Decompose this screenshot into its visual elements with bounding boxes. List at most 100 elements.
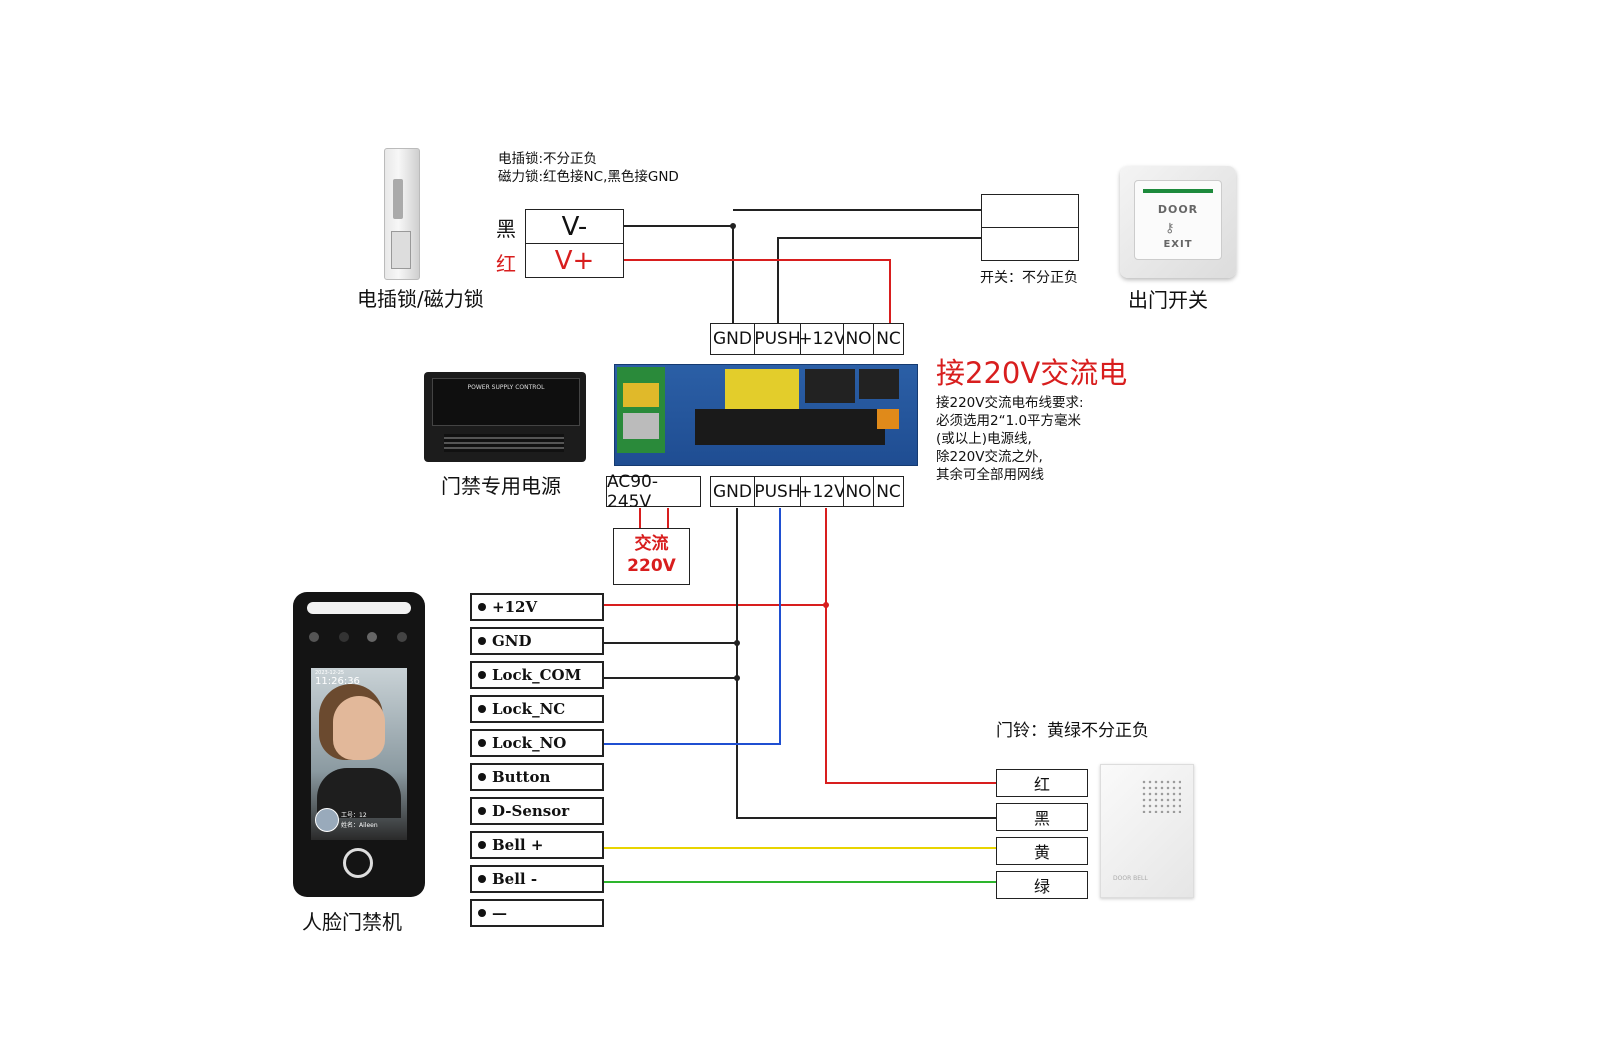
exit-switch-image: DOOR ⚷ EXIT [1120,166,1236,278]
pin-dot-icon [478,773,486,781]
power-supply-face-title: POWER SUPPLY CONTROL [467,384,545,391]
reader-pin: GND [470,627,604,655]
lock-caption: 电插锁/磁力锁 [357,287,484,311]
power-supply-caption: 门禁专用电源 [441,474,561,498]
screen-date: 2023-12-25 [315,670,345,676]
power-supply-image: POWER SUPPLY CONTROL [424,372,586,462]
exit-switch-exit-text: EXIT [1163,239,1193,250]
pin-dot-icon [478,841,486,849]
doorbell-wire: 黑 [996,803,1088,831]
face-terminal-device: 2023-12-25 11:26:36 工号：12 姓名：Aileen [293,592,425,897]
switch-terminal-1 [981,194,1079,228]
key-icon: ⚷ [1165,221,1175,236]
doorbell-note: 门铃：黄绿不分正负 [996,721,1149,741]
wire-bell-red [825,605,996,784]
fingerprint-icon [343,848,373,878]
ac-notice-title: 接220V交流电 [936,356,1128,390]
reader-pin-label: D-Sensor [492,802,570,820]
camera-icon [397,632,407,642]
reader-pin-label: Button [492,768,551,786]
lock-vplus-box: V+ [525,243,624,278]
reader-pin: Button [470,763,604,791]
pin-dot-icon [478,603,486,611]
wire-gnd [736,508,996,819]
camera-icon [309,632,319,642]
reader-pin: Lock_NO [470,729,604,757]
pin-dot-icon [478,909,486,917]
reader-pin-label: Lock_NO [492,734,567,752]
ac-input-terminal: AC90-245V [606,472,701,512]
reader-pin: — [470,899,604,927]
pin-dot-icon [478,637,486,645]
ac-notice-line-2: 必须选用2“1.0平方毫米 [936,413,1082,429]
reader-pin-label: Lock_COM [492,666,582,684]
face-terminal-caption: 人脸门禁机 [302,910,402,934]
camera-icon [367,632,377,642]
bottom-terminal-gnd: GND [710,476,755,507]
bottom-terminal-12v: +12V [798,476,846,507]
reader-pin: D-Sensor [470,797,604,825]
ac-label-line1: 交流 [634,534,669,554]
ac-notice-line-4: 除220V交流之外, [936,449,1043,465]
screen-id: 工号：12 [341,812,367,819]
ac-notice-line-1: 接220V交流电布线要求: [936,395,1084,411]
reader-pin: Bell + [470,831,604,859]
ac-notice-line-3: (或以上)电源线, [936,431,1032,447]
doorbell-image: DOOR BELL [1100,764,1194,898]
lock-vplus: V+ [554,245,595,276]
pin-dot-icon [478,875,486,883]
pin-dot-icon [478,739,486,747]
pin-dot-icon [478,671,486,679]
doorbell-wire: 红 [996,769,1088,797]
lock-note-1: 电插锁:不分正负 [498,151,598,167]
wire-lock-nc [623,259,891,323]
face-photo [333,696,385,760]
lock-vminus: V- [561,211,588,242]
bottom-terminal-push: PUSH [754,476,801,507]
reader-pin-label: Lock_NC [492,700,566,718]
doorbell-wire: 黄 [996,837,1088,865]
lock-vminus-box: V- [525,209,624,244]
top-terminal-12v: +12V [798,323,846,355]
reader-pin: Bell - [470,865,604,893]
controller-board-image [614,364,918,466]
doorbell-face-text: DOOR BELL [1113,875,1148,882]
bottom-terminal-nc: NC [873,476,904,507]
wire-lock-gnd [623,225,734,323]
top-terminal-no: NO [843,323,874,355]
exit-switch-caption: 出门开关 [1128,288,1208,312]
reader-pin-label: +12V [492,598,538,616]
camera-icon [339,632,349,642]
lock-black-label: 黑 [496,217,516,241]
ac-notice-line-5: 其余可全部用网线 [936,467,1044,483]
ac-label-line2: 220V [627,556,676,576]
switch-terminal-2 [981,227,1079,261]
electric-lock-image [384,148,420,280]
reader-pin: Lock_NC [470,695,604,723]
top-terminal-nc: NC [873,323,904,355]
switch-note: 开关：不分正负 [980,270,1078,286]
reader-pin: Lock_COM [470,661,604,689]
top-terminal-gnd: GND [710,323,755,355]
reader-pin-label: GND [492,632,532,650]
pin-dot-icon [478,705,486,713]
doorbell-wire: 绿 [996,871,1088,899]
wire-push [604,508,781,745]
screen-time: 11:26:36 [315,676,360,687]
exit-switch-door-text: DOOR [1157,203,1199,216]
reader-pin-label: Bell - [492,870,538,888]
reader-pin-label: Bell + [492,836,544,854]
face-terminal-screen: 2023-12-25 11:26:36 工号：12 姓名：Aileen [311,668,407,840]
bottom-terminal-no: NO [843,476,874,507]
wire-switch-push [777,237,982,323]
reader-pin-label: — [492,904,507,922]
avatar [315,808,339,832]
top-terminal-push: PUSH [754,323,801,355]
pin-dot-icon [478,807,486,815]
ac-220v-box: 交流 220V [613,528,690,585]
screen-name: 姓名：Aileen [341,822,378,829]
lock-note-2: 磁力锁:红色接NC,黑色接GND [498,169,679,185]
lock-red-label: 红 [496,252,516,276]
reader-pin: +12V [470,593,604,621]
